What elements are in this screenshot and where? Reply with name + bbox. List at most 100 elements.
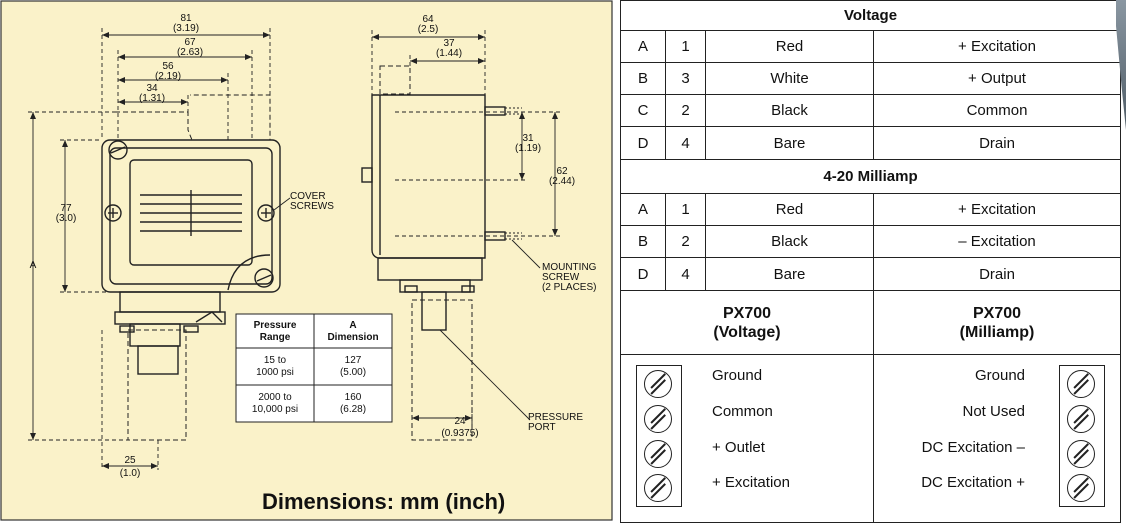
dim-81: 81 <box>180 13 192 24</box>
function-cell: Drain <box>872 257 1122 291</box>
pin-number-cell: 4 <box>665 126 706 160</box>
svg-text:(2 PLACES): (2 PLACES) <box>542 282 596 293</box>
svg-text:1000 psi: 1000 psi <box>256 367 294 378</box>
terminal-screw-icon <box>644 474 672 502</box>
terminal-screw-icon <box>1067 370 1096 398</box>
range-cell: 2000 to <box>258 392 292 403</box>
table-row: B 3 White + Output <box>620 62 1122 95</box>
corner-decoration <box>1116 0 1126 130</box>
svg-text:PRESSURE: PRESSURE <box>528 412 583 423</box>
dim-a: A <box>30 260 37 271</box>
front-dimension-labels: 81 (3.19) 67 (2.63) 56 (2.19) 34 (1.31) … <box>30 13 203 479</box>
wire-color-cell: Red <box>705 30 874 63</box>
svg-text:PORT: PORT <box>528 422 556 433</box>
dim-64: 64 <box>422 14 434 25</box>
pin-number-cell: 1 <box>665 193 706 226</box>
svg-text:MOUNTING: MOUNTING <box>542 262 597 273</box>
terminal-label: Ground <box>974 367 1026 384</box>
px700-voltage-header: PX700 (Voltage) <box>620 290 874 355</box>
px700-voltage-type: (Voltage) <box>713 323 781 341</box>
dimension-cell: 160 <box>345 392 362 403</box>
dim-64-inch: (2.5) <box>418 24 439 35</box>
table-row: C 2 Black Common <box>620 94 1122 127</box>
function-cell: – Excitation <box>872 225 1122 258</box>
dim-56-inch: (2.19) <box>155 71 181 82</box>
svg-text:(6.28): (6.28) <box>340 404 366 415</box>
cover-screws-callout: COVER SCREWS <box>273 191 334 212</box>
svg-text:SCREW: SCREW <box>542 272 580 283</box>
svg-text:Dimension: Dimension <box>327 332 378 343</box>
dimension-header: A <box>349 320 356 331</box>
voltage-header: Voltage <box>619 0 1122 31</box>
svg-text:10,000 psi: 10,000 psi <box>252 404 298 415</box>
dim-67: 67 <box>184 37 196 48</box>
milliamp-terminal-block: Ground Not Used DC Excitation – DC Excit… <box>874 355 1120 522</box>
wire-color-cell: Bare <box>705 126 874 160</box>
dim-34: 34 <box>146 83 158 94</box>
dim-37-inch: (1.44) <box>436 48 462 59</box>
dimension-drawing-svg: 81 (3.19) 67 (2.63) 56 (2.19) 34 (1.31) … <box>0 0 613 521</box>
wiring-table: Voltage A 1 Red + Excitation B 3 White +… <box>619 0 1122 523</box>
terminal-screw-icon <box>1067 440 1096 468</box>
dim-77-inch: (3.0) <box>56 213 77 224</box>
table-row: B 2 Black – Excitation <box>620 225 1122 258</box>
dim-62-inch: (2.44) <box>549 176 575 187</box>
px700-voltage-model: PX700 <box>722 304 772 322</box>
pressure-port-callout: PRESSURE PORT <box>528 412 583 433</box>
voltage-terminal-block: Ground Common + Outlet + Excitation <box>621 355 873 522</box>
terminal-screw-icon <box>644 370 672 398</box>
dim-62: 62 <box>556 166 568 177</box>
dim-31: 31 <box>522 133 534 144</box>
dimension-drawing: 81 (3.19) 67 (2.63) 56 (2.19) 34 (1.31) … <box>0 0 613 521</box>
svg-text:(5.00): (5.00) <box>340 367 366 378</box>
side-view <box>361 65 522 441</box>
px700-milliamp-type: (Milliamp) <box>959 323 1035 341</box>
front-dimensions <box>28 28 271 470</box>
svg-text:COVER: COVER <box>290 191 326 202</box>
dim-25-inch: (1.0) <box>120 468 141 479</box>
px700-milliamp-header: PX700 (Milliamp) <box>872 290 1122 355</box>
wire-color-cell: Bare <box>705 257 874 291</box>
pin-number-cell: 3 <box>665 62 706 95</box>
wire-color-cell: White <box>705 62 874 95</box>
terminal-strip <box>636 365 682 507</box>
function-cell: + Excitation <box>872 193 1122 226</box>
dim-34-inch: (1.31) <box>139 93 165 104</box>
wire-color-cell: Black <box>705 225 874 258</box>
function-cell: Drain <box>872 126 1122 160</box>
terminal-screw-icon <box>1067 474 1096 502</box>
milliamp-header: 4-20 Milliamp <box>619 159 1122 194</box>
terminal-label: DC Excitation + <box>921 474 1026 491</box>
table-row: D 4 Bare Drain <box>620 126 1122 160</box>
terminal-screw-icon <box>1067 405 1096 433</box>
pin-cell: D <box>620 257 666 291</box>
pressure-range-table: Pressure Range A Dimension 15 to 1000 ps… <box>235 313 393 423</box>
function-cell: Common <box>872 94 1122 127</box>
dimension-cell: 127 <box>345 355 362 366</box>
dim-37: 37 <box>443 38 455 49</box>
pin-cell: D <box>620 126 666 160</box>
dim-67-inch: (2.63) <box>177 47 203 58</box>
terminal-label: + Excitation <box>712 474 790 491</box>
terminal-label: + Outlet <box>712 439 765 456</box>
front-view <box>101 94 281 441</box>
table-row: D 4 Bare Drain <box>620 257 1122 291</box>
px700-milliamp-model: PX700 <box>972 304 1022 322</box>
side-arrowheads <box>372 34 558 421</box>
pin-number-cell: 1 <box>665 30 706 63</box>
dim-31-inch: (1.19) <box>515 143 541 154</box>
terminal-label: Ground <box>712 367 763 384</box>
svg-text:SCREWS: SCREWS <box>290 201 334 212</box>
pin-cell: B <box>620 62 666 95</box>
side-dimensions <box>371 30 560 425</box>
pin-cell: C <box>620 94 666 127</box>
wire-color-cell: Black <box>705 94 874 127</box>
pin-cell: B <box>620 225 666 258</box>
pin-cell: A <box>620 193 666 226</box>
dim-25: 25 <box>124 455 136 466</box>
dim-24: 24 <box>454 416 466 427</box>
pin-number-cell: 4 <box>665 257 706 291</box>
drawing-title: Dimensions: mm (inch) <box>262 489 505 514</box>
terminal-strip <box>1059 365 1106 507</box>
dim-24-inch: (0.9375) <box>441 428 478 439</box>
